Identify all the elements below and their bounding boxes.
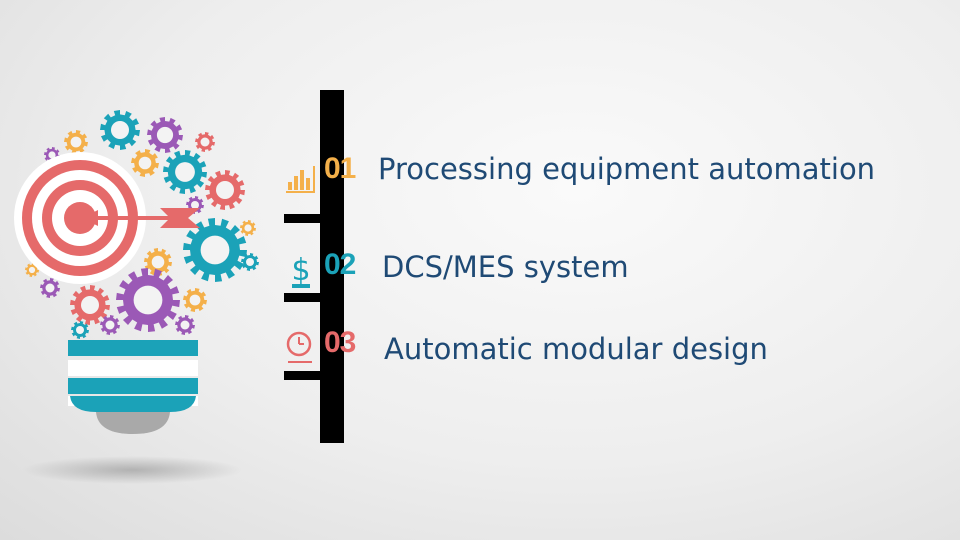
timeline-item: 01 Processing equipment automation [284, 150, 944, 198]
timeline-tick [284, 371, 344, 380]
gear-icon [147, 117, 183, 153]
gear-icon [116, 268, 180, 332]
gear-icon [64, 130, 88, 154]
dollar-icon: $ [291, 253, 311, 288]
item-label: Processing equipment automation [378, 152, 876, 186]
lightbulb-gears-illustration [14, 110, 259, 484]
gear-icon [144, 248, 172, 276]
item-label: Automatic modular design [384, 332, 768, 366]
gear-icon [71, 321, 89, 339]
gear-icon [183, 218, 247, 282]
clock-icon [286, 331, 312, 363]
svg-text:$: $ [291, 253, 310, 288]
bulb-base [68, 340, 198, 434]
gear-icon [100, 110, 140, 150]
gear-icon [183, 288, 207, 312]
timeline-tick [284, 293, 344, 302]
gear-icon [100, 315, 120, 335]
item-label: DCS/MES system [382, 250, 629, 284]
gear-icon [241, 253, 259, 271]
item-number: 01 [324, 152, 356, 185]
arrow-icon [82, 208, 200, 228]
target-icon [14, 152, 146, 284]
gear-icon [240, 220, 256, 236]
gear-cluster [25, 110, 259, 339]
bar-chart-icon [286, 166, 315, 193]
timeline-spine [320, 90, 344, 443]
gear-icon [175, 315, 195, 335]
bulb-shadow [22, 456, 242, 484]
gear-icon [163, 150, 207, 194]
gear-icon [195, 132, 215, 152]
timeline-tick [284, 214, 344, 223]
gear-icon [40, 278, 60, 298]
item-number: 02 [324, 248, 356, 281]
item-number: 03 [324, 326, 356, 359]
gear-icon [70, 285, 110, 325]
gear-icon [205, 170, 245, 210]
timeline-item: 03 Automatic modular design [284, 324, 944, 372]
gear-icon [131, 149, 159, 177]
timeline-item: $ 02 DCS/MES system [284, 246, 944, 294]
